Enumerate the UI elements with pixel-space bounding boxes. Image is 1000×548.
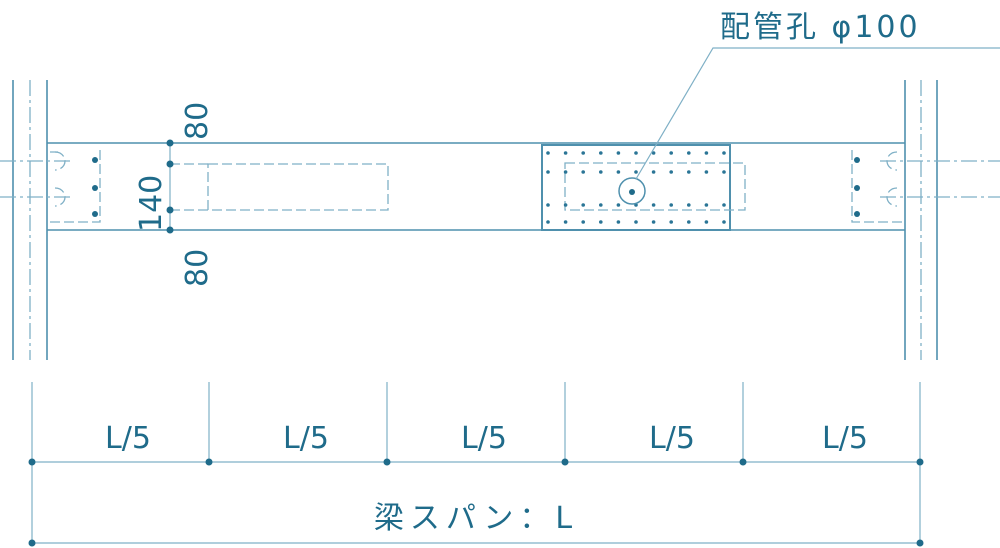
plate-bolt-dot (599, 170, 603, 174)
span-dimension (28, 382, 924, 547)
plate-bolt-dot (704, 170, 709, 174)
segment-label-5: L/5 (822, 421, 868, 456)
plate-bolt-dot (634, 151, 638, 155)
plate-bolt-dot (563, 151, 568, 155)
span-label: 梁スパン：L (374, 501, 578, 536)
plate-bolt-dot (599, 151, 603, 155)
segment-label-1: L/5 (105, 421, 151, 456)
segment-dot (28, 458, 36, 466)
plate-bolt-dot (651, 203, 656, 207)
plate-bolt-dot (616, 151, 621, 155)
plate-bolt-dot (722, 151, 726, 155)
plate-bolt-dot (704, 220, 709, 224)
plate-bolt-dot (616, 203, 621, 207)
depth-dimension: 80 140 80 (134, 102, 215, 287)
span-dot (28, 539, 36, 547)
plate-bolt-dot (687, 151, 691, 155)
plate-bolt-dot (651, 170, 656, 174)
plate-bolt-dot (546, 170, 550, 174)
segment-label-2: L/5 (283, 421, 329, 456)
plate-bolt-dot (669, 203, 673, 207)
plate-bolt-dot (581, 170, 585, 174)
left-connection-plate (50, 150, 101, 223)
plate-bolt-dot (651, 220, 656, 224)
plate-bolt-dot (704, 203, 709, 207)
plate-bolt-dot (581, 151, 585, 155)
plate-bolt-dot (722, 220, 726, 224)
plate-bolt-dot (546, 203, 550, 207)
plate-bolt-dot (546, 151, 550, 155)
segment-dot (205, 458, 213, 466)
plate-bolt-dot (687, 170, 691, 174)
leader-line (635, 47, 1000, 180)
right-connection-plate (851, 150, 902, 223)
left-hatched-zone (207, 163, 389, 211)
segment-dot (916, 458, 924, 466)
plate-bolt-dot (669, 220, 673, 224)
segment-dot (383, 458, 391, 466)
plate-bolt-dot (581, 220, 585, 224)
plate-bolt-dot (616, 220, 621, 224)
span-dot (916, 539, 924, 547)
plate-bolt-dot (546, 220, 550, 224)
plate-bolt-dot (599, 220, 603, 224)
plate-bolt-dot (722, 203, 726, 207)
plate-bolt-dot (616, 170, 621, 174)
plate-bolt-dot (634, 220, 638, 224)
reinforcement-plate (541, 144, 746, 231)
pipe-hole-label: 配管孔 φ100 (720, 10, 921, 45)
plate-bolt-dot (704, 151, 709, 155)
plate-bolt-dot (687, 220, 691, 224)
dim-bottom-80: 80 (180, 249, 215, 287)
plate-bolt-dot (651, 151, 656, 155)
plate-bolt-dot (669, 151, 673, 155)
segment-dot (561, 458, 569, 466)
plate-bolt-dot (563, 203, 568, 207)
plate-bolt-dot (563, 220, 568, 224)
plate-bolt-dot (669, 170, 673, 174)
plate-bolt-dot (563, 170, 568, 174)
plate-bolt-dot (599, 203, 603, 207)
plate-bolt-dot (581, 203, 585, 207)
plate-bolt-dot (722, 170, 726, 174)
dim-top-80: 80 (180, 102, 215, 140)
plate-bolt-dot (634, 170, 638, 174)
bolt-centerlines (0, 160, 1000, 198)
segment-label-3: L/5 (461, 421, 507, 456)
dim-middle-140: 140 (134, 175, 169, 232)
right-column (904, 80, 938, 360)
plate-bolt-dot (687, 203, 691, 207)
segment-label-4: L/5 (649, 421, 695, 456)
beam (47, 142, 905, 231)
left-column (12, 80, 48, 360)
segment-dot (739, 458, 747, 466)
